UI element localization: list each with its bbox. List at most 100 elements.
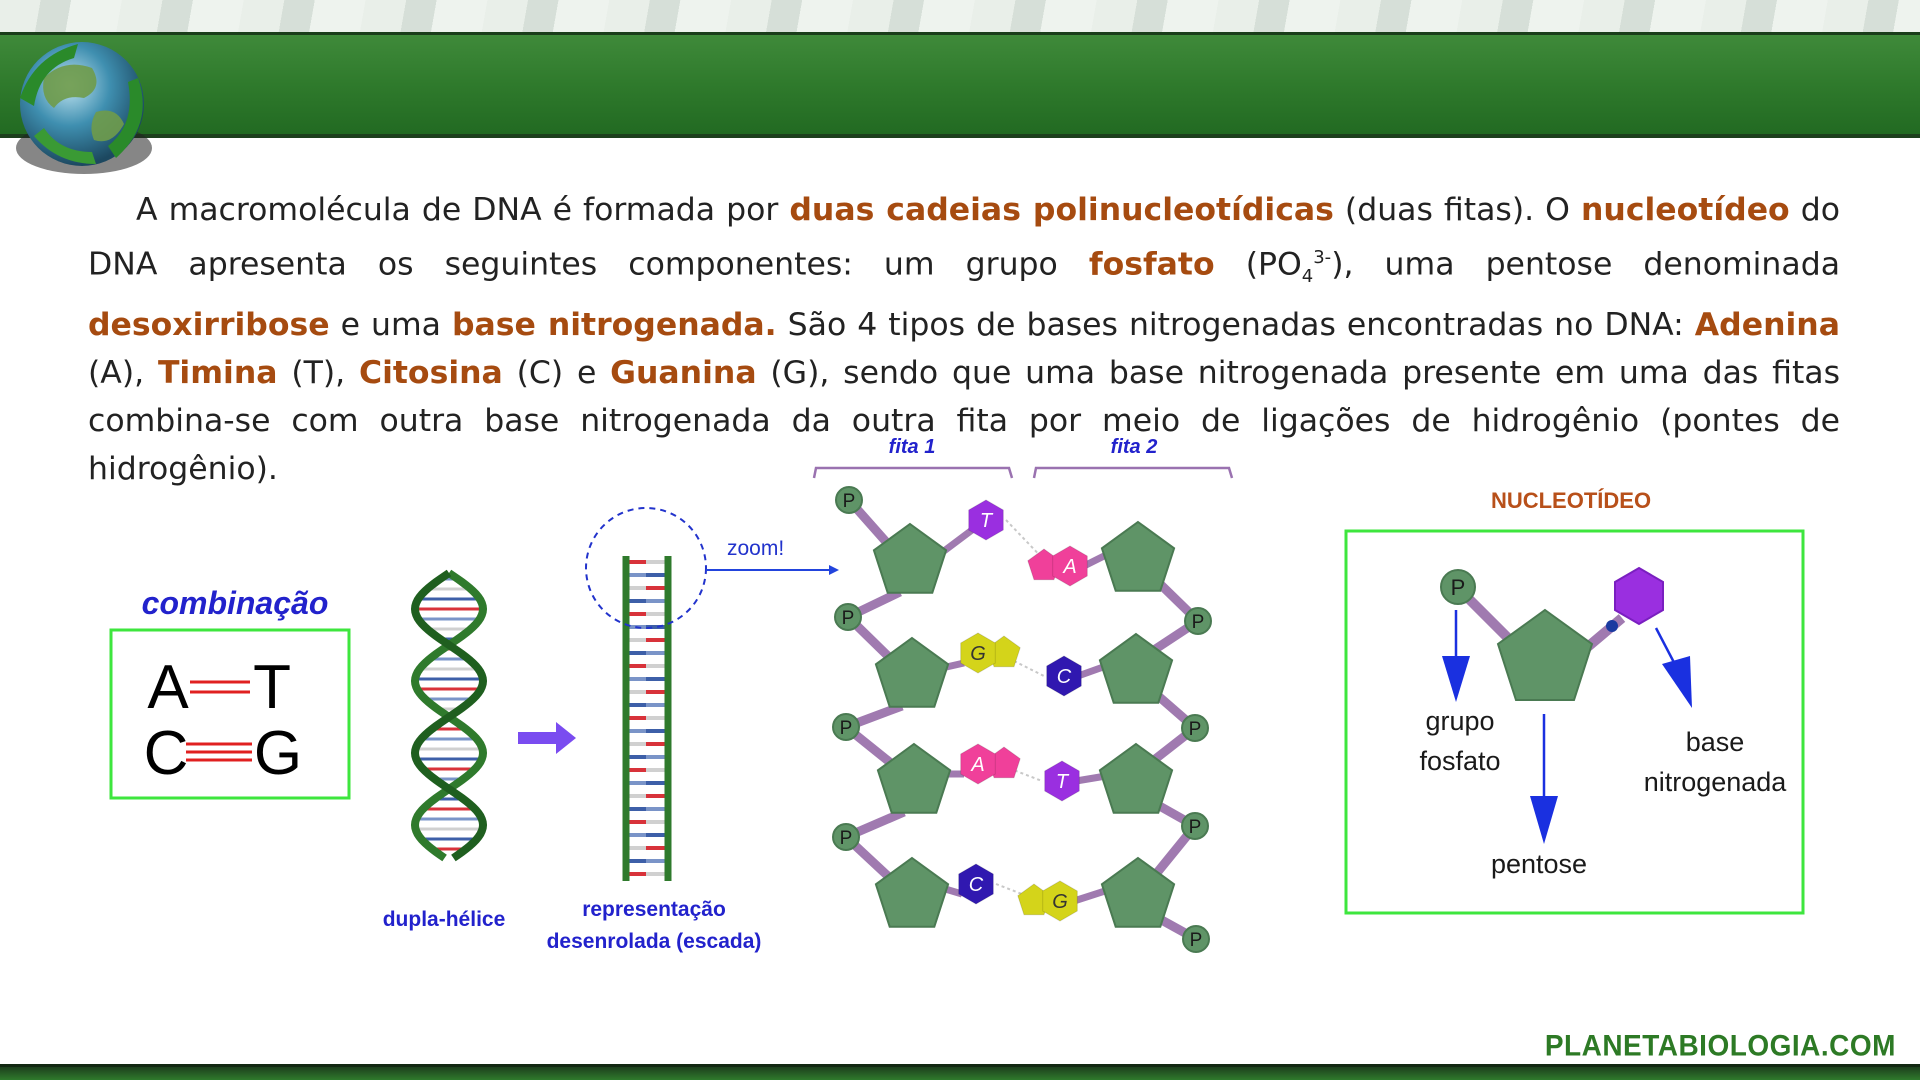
double-bond-lines	[190, 680, 250, 694]
phosphate-arrow-icon	[1442, 656, 1470, 702]
base-T-letter: T	[980, 510, 994, 532]
phosphate-circle	[834, 603, 862, 631]
dna-figure: combinação A T C G dupla-hélice zoom! re…	[109, 436, 1805, 953]
bottom-bar	[0, 1064, 1920, 1080]
base-G-letter: G	[1052, 891, 1068, 913]
text-run: (A),	[88, 354, 158, 391]
formula-superscript: 3-	[1313, 247, 1332, 268]
highlight-term: Citosina	[358, 354, 503, 391]
ladder-label-line1: representação	[582, 898, 726, 921]
pentose-shape	[872, 522, 948, 594]
double-helix-drawing	[410, 569, 488, 862]
pair-t-letter: T	[253, 653, 291, 722]
highlight-term: Timina	[157, 354, 278, 391]
base-arrow-icon	[1662, 656, 1692, 708]
phosphate-circle	[832, 713, 860, 741]
phosphate-letter: P	[1189, 719, 1202, 740]
highlight-term: Guanina	[610, 354, 757, 391]
pentose-label: pentose	[1491, 849, 1587, 879]
site-footer-text: PLANETABIOLOGIA.COM	[1544, 1029, 1896, 1062]
strand1-label: fita 1	[889, 436, 936, 458]
phosphate-circle	[832, 823, 860, 851]
highlight-term: nucleotídeo	[1580, 192, 1790, 228]
phosphate-circle	[1181, 812, 1209, 840]
text-run: do DNA apresenta os seguintes componente…	[88, 192, 1840, 283]
triple-bond-lines	[186, 742, 252, 762]
pentose-shape	[1098, 742, 1174, 814]
base-G-letter: G	[970, 643, 986, 665]
strand2-bracket	[1032, 466, 1234, 479]
phosphate-letter: P	[840, 718, 853, 739]
base-T-shape	[1044, 760, 1080, 802]
strand2-label: fita 2	[1111, 436, 1158, 458]
text-run: A macromolécula de DNA é formada por	[136, 192, 790, 228]
phosphate-circle	[1184, 607, 1212, 635]
base-C-letter: C	[969, 874, 984, 896]
base-G-shape	[1042, 880, 1078, 922]
formula-subscript: 4	[1301, 265, 1314, 287]
phosphate-label-line2: fosfato	[1419, 746, 1500, 776]
zoom-label: zoom!	[727, 537, 784, 560]
ladder-drawing	[622, 556, 672, 881]
double-helix-label: dupla-hélice	[383, 908, 506, 931]
text-run: (C) e	[502, 354, 611, 391]
base-C-shape	[958, 863, 994, 905]
nucleotide-base-shape	[1614, 566, 1664, 626]
nucleotide-phosphate-letter: P	[1451, 575, 1466, 600]
pentose-arrow-icon	[1530, 796, 1558, 844]
text-run: (PO	[1214, 246, 1302, 283]
ladder-label-line2: desenrolada (escada)	[547, 930, 762, 953]
pair-g-letter: G	[254, 719, 302, 788]
globe-logo-icon	[16, 42, 152, 174]
phosphate-circle	[1182, 925, 1210, 953]
pentose-shape	[876, 742, 952, 814]
phosphate-letter: P	[842, 608, 855, 629]
phosphate-letter: P	[1192, 612, 1205, 633]
pentose-shape	[874, 636, 950, 708]
combination-box	[109, 628, 351, 800]
top-decorative-strip	[0, 0, 1920, 32]
nucleotide-bond-dot	[1606, 620, 1618, 632]
text-run: ), uma pentose denominada	[1331, 246, 1840, 283]
pentose-shape	[1098, 632, 1174, 704]
pentose-shape	[1100, 856, 1176, 928]
hydrogen-bond	[995, 883, 1041, 902]
nucleotide-pentose-shape	[1496, 608, 1594, 701]
text-run: (duas fitas). O	[1333, 192, 1581, 228]
phosphate-letter: P	[1189, 817, 1202, 838]
text-run: (G), sendo que uma base nitrogenada pres…	[88, 354, 1841, 487]
base-label-line2: nitrogenada	[1644, 767, 1788, 797]
highlight-term: fosfato	[1088, 246, 1215, 283]
highlight-term: duas cadeias polinucleotídicas	[789, 192, 1334, 228]
description-paragraph: A macromolécula de DNA é formada por dua…	[88, 186, 1840, 493]
base-C-shape	[1046, 655, 1082, 697]
text-run: e uma	[329, 306, 452, 343]
nucleotide-box	[1344, 529, 1805, 915]
base-label-line1: base	[1686, 727, 1745, 757]
backbone-bond	[1072, 886, 1110, 905]
pentose-shape	[874, 856, 950, 928]
helix-strand	[410, 569, 488, 862]
base-T-letter: T	[1056, 771, 1070, 793]
phosphate-letter: P	[843, 491, 856, 512]
highlight-term: desoxirribose	[88, 306, 330, 343]
nucleotide-title: NUCLEOTÍDEO	[1491, 488, 1651, 513]
base-A-shape	[1052, 545, 1088, 587]
base-T-shape	[968, 499, 1004, 541]
pair-c-letter: C	[144, 719, 189, 788]
base-A-letter: A	[970, 754, 984, 776]
phosphate-circle	[835, 486, 863, 514]
strand1-bracket	[812, 466, 1014, 479]
pair-a-letter: A	[147, 653, 189, 722]
phosphate-letter: P	[840, 828, 853, 849]
base-C-letter: C	[1057, 666, 1072, 688]
highlight-term: base nitrogenada.	[451, 306, 777, 343]
hydrogen-bond	[1005, 519, 1051, 567]
nucleotide-phosphate-icon	[1440, 569, 1476, 605]
base-A-shape	[960, 743, 996, 785]
text-run: São 4 tipos de bases nitrogenadas encont…	[776, 306, 1695, 343]
text-run: (T),	[277, 354, 359, 391]
zoom-circle	[585, 507, 707, 629]
phosphate-circle	[1181, 714, 1209, 742]
